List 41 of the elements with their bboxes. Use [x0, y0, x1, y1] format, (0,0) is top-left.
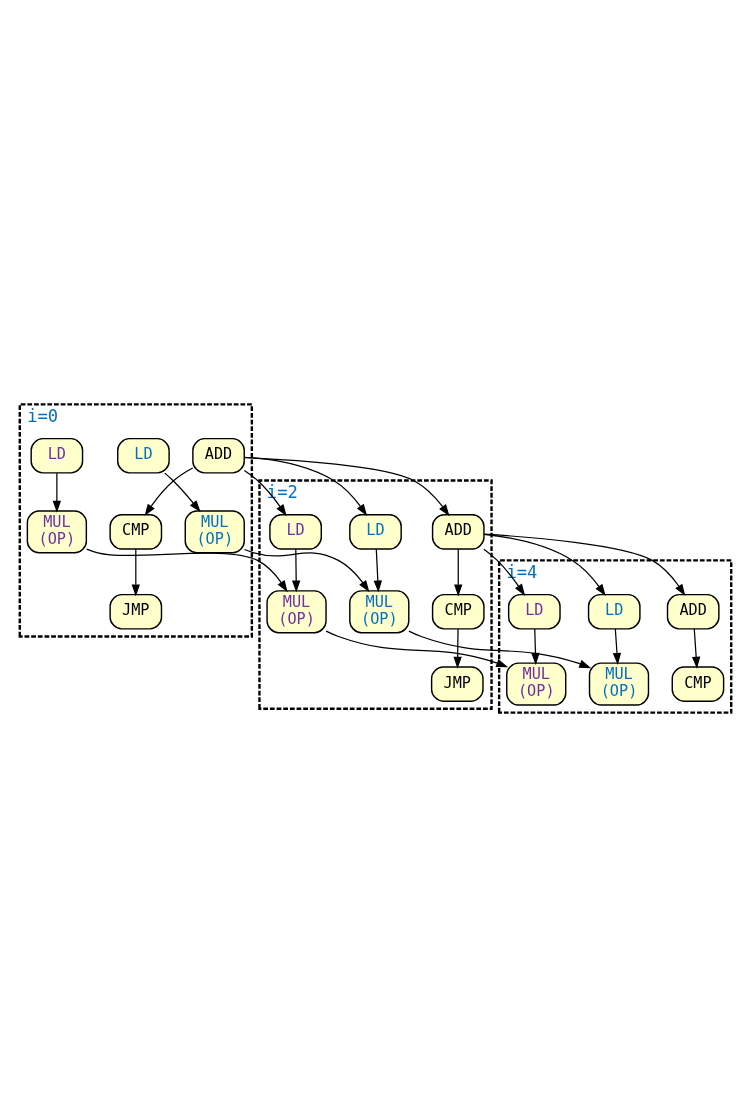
arrow [325, 630, 509, 668]
arrow [531, 628, 540, 665]
node-box: MUL (OP) [588, 662, 650, 706]
arrow [291, 548, 301, 593]
arrow [483, 533, 686, 596]
node-box: ADD [666, 593, 720, 630]
arrow [52, 472, 62, 513]
node-box: JMP [430, 666, 484, 702]
arrow [373, 548, 383, 593]
arrow [131, 548, 140, 597]
node-box: JMP [109, 593, 163, 630]
arrow [164, 472, 201, 513]
node-box: CMP [109, 514, 163, 550]
node-box: LD [507, 593, 561, 630]
arrow [453, 628, 462, 669]
arrow [612, 628, 622, 665]
node-box: MUL (OP) [349, 590, 410, 634]
node-box: LD [117, 437, 170, 474]
node-box: MUL (OP) [506, 662, 567, 706]
arrow [86, 548, 288, 593]
node-box: MUL (OP) [26, 510, 88, 554]
node-box: LD [587, 593, 641, 630]
node-box: CMP [431, 593, 485, 630]
node-box: LD [349, 514, 402, 550]
node-box: ADD [431, 514, 485, 550]
arrow [243, 469, 287, 517]
arrow [483, 548, 526, 596]
arrow [483, 533, 606, 597]
node-box: CMP [671, 666, 725, 702]
arrow [243, 456, 368, 517]
arrow [691, 628, 701, 669]
arrow [243, 457, 450, 517]
arrow [408, 630, 592, 669]
arrow [243, 548, 370, 593]
node-box: MUL (OP) [184, 510, 245, 554]
node-box: ADD [192, 437, 245, 474]
arrow [144, 467, 194, 516]
node-box: LD [30, 437, 84, 474]
arrow [454, 548, 463, 597]
node-box: MUL (OP) [266, 590, 327, 634]
node-box: LD [269, 514, 322, 550]
